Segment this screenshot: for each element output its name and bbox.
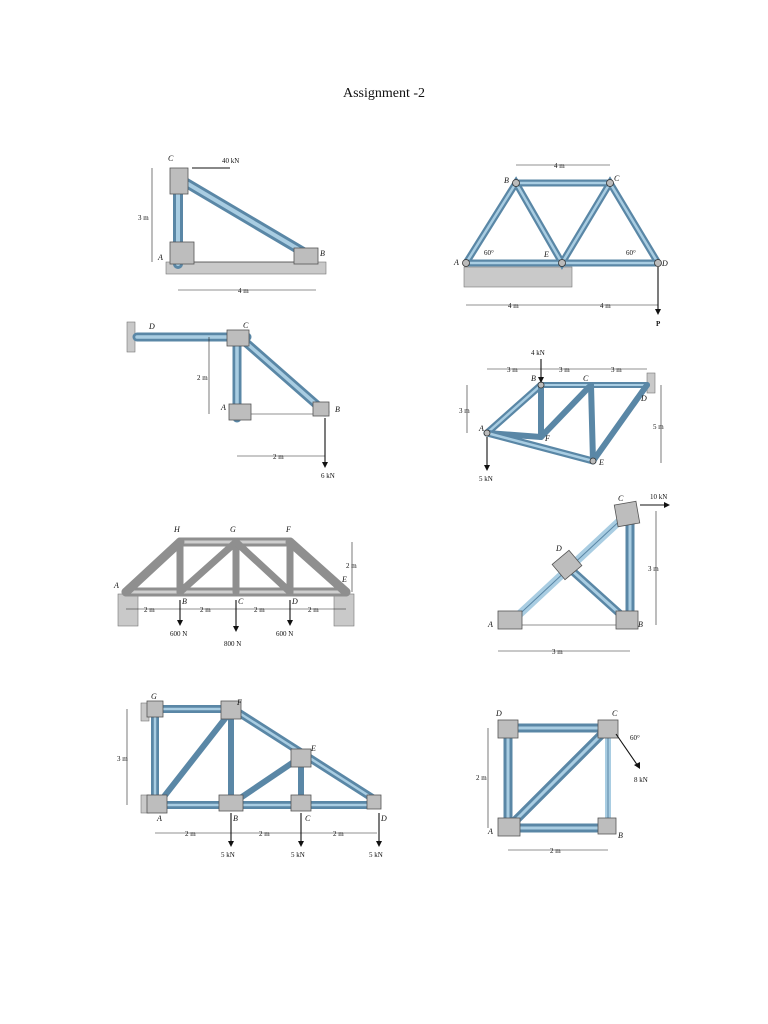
fig5-load-2: 800 N <box>224 640 241 648</box>
fig5-node-b: B <box>182 597 187 606</box>
fig7-height: 3 m <box>117 755 128 763</box>
fig1-dim-height: 3 m <box>138 214 149 222</box>
fig4-node-d: D <box>640 394 647 403</box>
fig6-node-c: C <box>618 494 624 503</box>
fig7-load-3: 5 kN <box>369 851 383 859</box>
fig3-dim-width: 2 m <box>273 453 284 461</box>
fig2-bottom-left: 4 m <box>508 302 519 310</box>
fig6-node-d: D <box>555 544 562 553</box>
fig5-span-3: 2 m <box>254 606 265 614</box>
fig1-load: 40 kN <box>222 157 239 165</box>
truss-figure-4: B C D A F E 4 kN 3 m 3 m 3 m 3 m 5 m 5 k… <box>459 349 664 483</box>
page-title: Assignment -2 <box>342 86 426 101</box>
fig4-span-1: 3 m <box>507 366 518 374</box>
fig8-node-b: B <box>618 831 623 840</box>
fig1-node-a: A <box>157 253 163 262</box>
fig7-node-b: B <box>233 814 238 823</box>
fig6-node-a: A <box>487 620 493 629</box>
truss-figure-7: G F E A B C D 3 m 2 m 2 m 2 m 5 kN 5 kN … <box>117 692 387 859</box>
fig7-span-2: 2 m <box>259 830 270 838</box>
fig6-dim-width: 3 m <box>552 648 563 656</box>
fig4-node-e: E <box>598 458 604 467</box>
fig5-span-1: 2 m <box>144 606 155 614</box>
fig1-dim-width: 4 m <box>238 287 249 295</box>
fig4-node-f: F <box>544 434 550 443</box>
fig4-load-bottom: 5 kN <box>479 475 493 483</box>
truss-figure-2: A B C D E 60° 60° 4 m 4 m 4 m P <box>453 162 668 328</box>
fig8-dim-width: 2 m <box>550 847 561 855</box>
fig4-span-3: 3 m <box>611 366 622 374</box>
fig8-node-c: C <box>612 709 618 718</box>
fig5-load-3: 600 N <box>276 630 293 638</box>
fig5-node-d: D <box>291 597 298 606</box>
fig2-node-b: B <box>504 176 509 185</box>
fig5-node-f: F <box>285 525 291 534</box>
fig5-node-c: C <box>238 597 244 606</box>
fig6-node-b: B <box>638 620 643 629</box>
fig5-node-g: G <box>230 525 236 534</box>
fig3-node-c: C <box>243 321 249 330</box>
fig4-height-left: 3 m <box>459 407 470 415</box>
fig2-bottom-right: 4 m <box>600 302 611 310</box>
fig7-node-d: D <box>380 814 387 823</box>
fig8-node-a: A <box>487 827 493 836</box>
fig8-node-d: D <box>495 709 502 718</box>
fig3-node-d: D <box>148 322 155 331</box>
fig5-span-2: 2 m <box>200 606 211 614</box>
fig7-load-1: 5 kN <box>221 851 235 859</box>
fig5-height: 2 m <box>346 562 357 570</box>
fig3-dim-height: 2 m <box>197 374 208 382</box>
fig8-load: 8 kN <box>634 776 648 784</box>
truss-figure-5: H G F A B C D E 2 m 2 m 2 m 2 m 2 m 600 … <box>113 525 357 648</box>
fig2-load: P <box>656 320 661 328</box>
truss-figure-1: 40 kN C A B 3 m 4 m <box>138 154 327 295</box>
fig7-node-e: E <box>310 744 316 753</box>
fig4-node-a: A <box>478 424 484 433</box>
fig4-load-top: 4 kN <box>531 349 545 357</box>
truss-figure-6: C D A B 10 kN 3 m 3 m <box>487 493 670 656</box>
truss-figure-3: D C A B 2 m 2 m 6 kN <box>126 321 340 480</box>
fig4-node-c: C <box>583 374 589 383</box>
fig4-height-right: 5 m <box>653 423 664 431</box>
fig7-load-2: 5 kN <box>291 851 305 859</box>
fig2-node-e: E <box>543 250 549 259</box>
truss-figure-8: D C A B 60° 8 kN 2 m 2 m <box>476 709 648 855</box>
fig8-dim-height: 2 m <box>476 774 487 782</box>
fig2-node-d: D <box>661 259 668 268</box>
fig3-node-b: B <box>335 405 340 414</box>
fig8-angle: 60° <box>630 734 640 742</box>
fig5-span-4: 2 m <box>308 606 319 614</box>
fig7-node-a: A <box>156 814 162 823</box>
fig3-load: 6 kN <box>321 472 335 480</box>
fig6-dim-height: 3 m <box>648 565 659 573</box>
fig1-node-c: C <box>168 154 174 163</box>
fig6-load: 10 kN <box>650 493 667 501</box>
fig2-node-c: C <box>614 174 620 183</box>
fig5-node-e: E <box>341 575 347 584</box>
fig7-span-1: 2 m <box>185 830 196 838</box>
fig5-node-h: H <box>173 525 181 534</box>
fig7-span-3: 2 m <box>333 830 344 838</box>
fig7-node-c: C <box>305 814 311 823</box>
fig2-angle-right: 60° <box>626 249 636 257</box>
fig5-node-a: A <box>113 581 119 590</box>
fig2-node-a: A <box>453 258 459 267</box>
fig4-node-b: B <box>531 374 536 383</box>
fig1-node-b: B <box>320 249 325 258</box>
fig2-angle-left: 60° <box>484 249 494 257</box>
fig7-node-f: F <box>236 698 242 707</box>
fig3-node-a: A <box>220 403 226 412</box>
fig7-node-g: G <box>151 692 157 701</box>
fig2-top-span: 4 m <box>554 162 565 170</box>
fig4-span-2: 3 m <box>559 366 570 374</box>
fig5-load-1: 600 N <box>170 630 187 638</box>
